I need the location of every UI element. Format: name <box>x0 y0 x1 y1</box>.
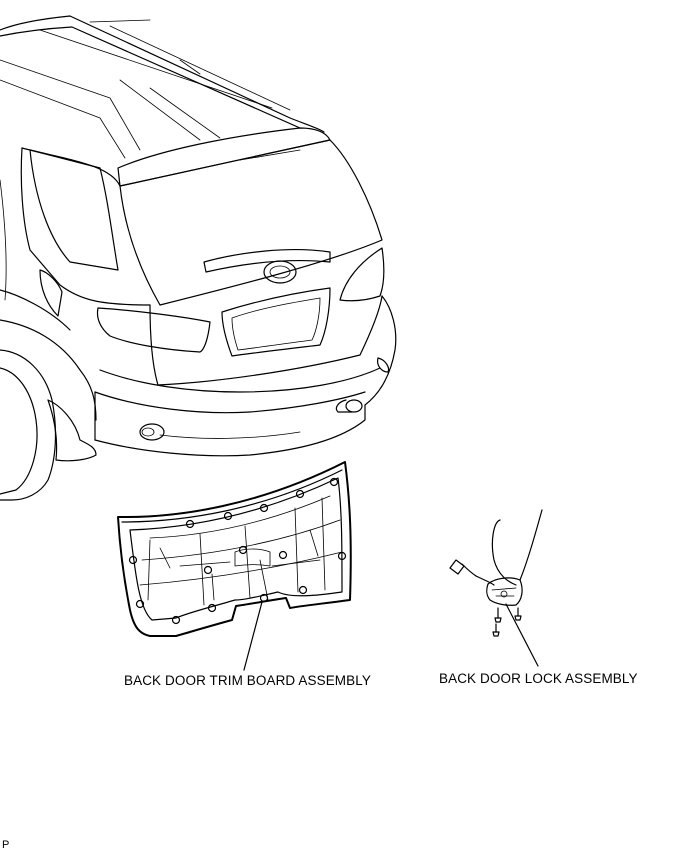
bolt-icon <box>494 607 502 623</box>
bolt-icon <box>514 607 522 621</box>
vehicle-illustration <box>0 15 397 501</box>
page-code: P <box>2 839 10 851</box>
back-door-trim-board-illustration <box>117 461 352 671</box>
bolt-icon <box>492 623 500 637</box>
back-door-lock-illustration <box>449 509 543 667</box>
trim-board-label: BACK DOOR TRIM BOARD ASSEMBLY <box>124 673 371 688</box>
door-lock-label: BACK DOOR LOCK ASSEMBLY <box>439 671 638 686</box>
